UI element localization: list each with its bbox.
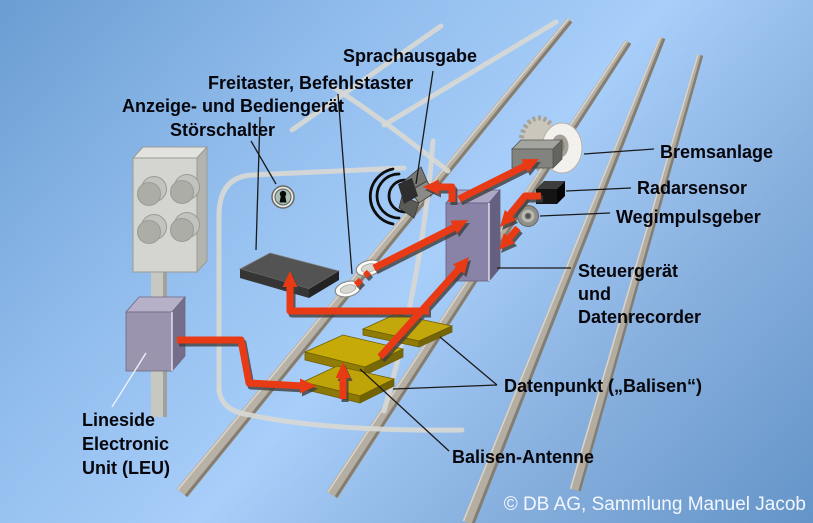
label-steuergeraet-3: Datenrecorder bbox=[578, 307, 701, 327]
copyright-credit: © DB AG, Sammlung Manuel Jacob bbox=[504, 494, 806, 515]
pointer-stoerschalter bbox=[250, 140, 277, 185]
rail-3 bbox=[462, 36, 666, 523]
pointer-leu bbox=[111, 352, 147, 408]
pointer-wegimpulsgeber bbox=[539, 212, 611, 217]
wheel-brake-assembly bbox=[511, 115, 583, 174]
label-sprachausgabe: Sprachausgabe bbox=[343, 46, 477, 66]
pointer-freitaster bbox=[337, 93, 353, 275]
label-stoerschalter: Störschalter bbox=[170, 120, 275, 140]
pointer-radarsensor bbox=[565, 187, 632, 192]
signal-lights bbox=[137, 174, 200, 244]
label-datenpunkt-balisen: Datenpunkt („Balisen“) bbox=[504, 376, 702, 396]
label-anzeige-bediengeraet: Anzeige- und Bediengerät bbox=[122, 96, 344, 116]
labels: Sprachausgabe Freitaster, Befehlstaster … bbox=[82, 46, 806, 515]
signal-head bbox=[131, 145, 209, 274]
label-leu-3: Unit (LEU) bbox=[82, 458, 170, 478]
label-freitaster-befehlstaster: Freitaster, Befehlstaster bbox=[208, 73, 413, 93]
label-steuergeraet-2: und bbox=[578, 284, 611, 304]
brake-caliper bbox=[511, 139, 563, 169]
pointer-lines bbox=[111, 70, 655, 452]
pointer-bremsanlage bbox=[583, 148, 655, 155]
pointer-datenpunkt-2 bbox=[392, 384, 498, 390]
label-leu-2: Electronic bbox=[82, 434, 169, 454]
rail-4 bbox=[569, 54, 704, 492]
pointer-anzeige bbox=[255, 116, 261, 251]
pointer-balisen-antenne bbox=[359, 368, 450, 452]
label-steuergeraet-1: Steuergerät bbox=[578, 261, 678, 281]
speaker-icon bbox=[368, 166, 435, 226]
fault-switch-icon bbox=[271, 185, 295, 209]
pointer-datenpunkt-1 bbox=[439, 336, 498, 386]
label-leu-1: Lineside bbox=[82, 410, 155, 430]
label-radarsensor: Radarsensor bbox=[637, 178, 747, 198]
label-bremsanlage: Bremsanlage bbox=[660, 142, 773, 162]
leu-box bbox=[125, 295, 186, 373]
pointer-sprachausgabe bbox=[415, 70, 434, 185]
label-wegimpulsgeber: Wegimpulsgeber bbox=[616, 207, 761, 227]
label-balisen-antenne: Balisen-Antenne bbox=[452, 447, 594, 467]
